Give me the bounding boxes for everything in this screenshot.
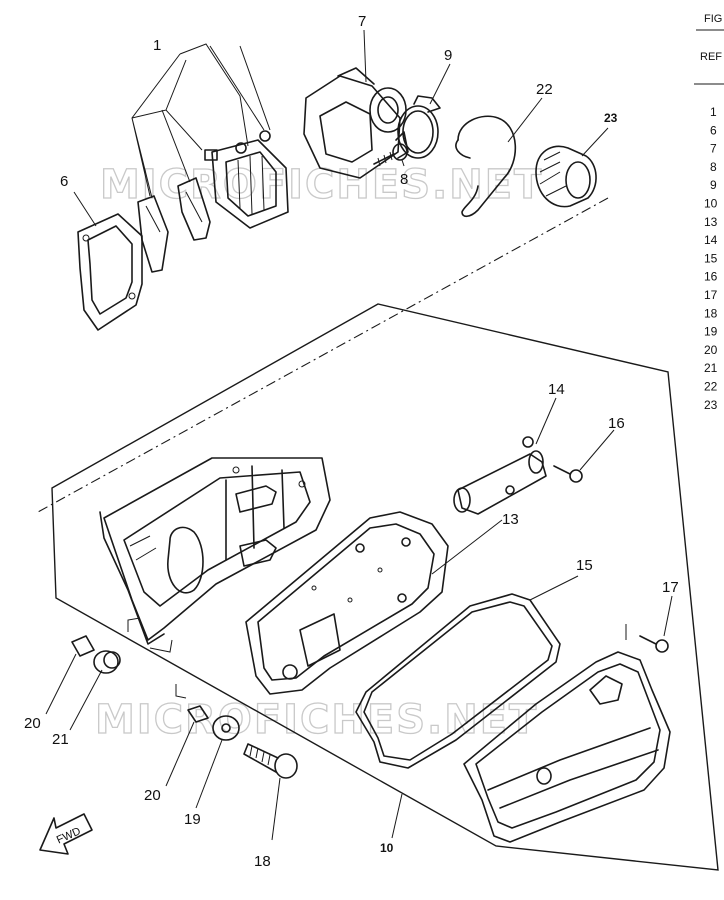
air-cleaner-cover [463,651,671,843]
element-plate-part-13 [245,511,449,695]
callout-10: 10 [380,841,394,855]
tube-part-14 [453,436,547,515]
callout-21: 21 [52,731,69,748]
ref-number: 22 [704,380,718,394]
callout-1: 1 [153,37,161,54]
spring-clip-part-22 [455,115,517,218]
ref-number: 10 [704,197,718,211]
washer-part-19 [212,715,240,741]
ref-number: 18 [704,306,718,320]
alignment-marks-2 [175,684,187,699]
reed-petals [137,177,211,273]
ref-number: 9 [710,178,717,192]
callout-6: 6 [60,173,68,190]
ref-number: 15 [704,251,718,265]
air-cleaner-case [99,457,331,645]
seal-part-15 [355,593,561,769]
ref-number: 21 [704,361,718,375]
watermark-top: MICROFICHES.NET [100,162,543,208]
reed-valve-block [204,130,289,229]
screw-part-16 [553,465,583,483]
callout-15: 15 [576,557,593,574]
callout-20: 20 [24,715,41,732]
assembly-centerline-upper [37,197,609,513]
callout-23: 23 [604,111,618,125]
callout-16: 16 [608,415,625,432]
bolt-part-18 [243,743,298,779]
ref-number: 8 [710,160,717,174]
forward-label: FWD [55,825,83,846]
callout-14: 14 [548,381,565,398]
ref-number: 19 [704,325,718,339]
alignment-marks [127,617,173,653]
leader-lines [45,29,673,841]
callout-7: 7 [358,13,366,30]
ref-number: 7 [710,142,717,156]
callout-labels: 1 6 7 8 9 22 23 14 16 13 15 17 20 21 20 … [24,13,679,870]
collar-part-20-lower [187,705,209,723]
gasket-part-6 [77,213,143,331]
callout-17: 17 [662,579,679,596]
hose-clamp-part-9 [397,95,441,159]
ref-number: 13 [704,215,718,229]
screw-part-17 [625,624,669,653]
collar-part-20 [71,635,95,657]
callout-19: 19 [184,811,201,828]
callout-8: 8 [400,171,408,188]
ref-number: 17 [704,288,718,302]
callout-9: 9 [444,47,452,64]
intake-manifold-part-7 [303,67,409,179]
ref-number: 16 [704,270,718,284]
callout-18: 18 [254,853,271,870]
grommet-part-21 [93,650,121,674]
callout-22: 22 [536,81,553,98]
ref-number: 20 [704,343,718,357]
watermark-bottom: MICROFICHES.NET [95,697,538,743]
joint-part-23 [535,145,597,208]
ref-number: 1 [710,105,717,119]
ref-number: 14 [704,233,718,247]
ref-header: REF [700,51,722,63]
forward-arrow-icon: FWD [39,813,93,855]
callout-13: 13 [502,511,519,528]
callout-20-lower: 20 [144,787,161,804]
fig-header: FIG [704,13,722,25]
ref-number: 6 [710,123,717,137]
ref-number: 23 [704,398,718,412]
assembly-boundary [51,303,719,871]
